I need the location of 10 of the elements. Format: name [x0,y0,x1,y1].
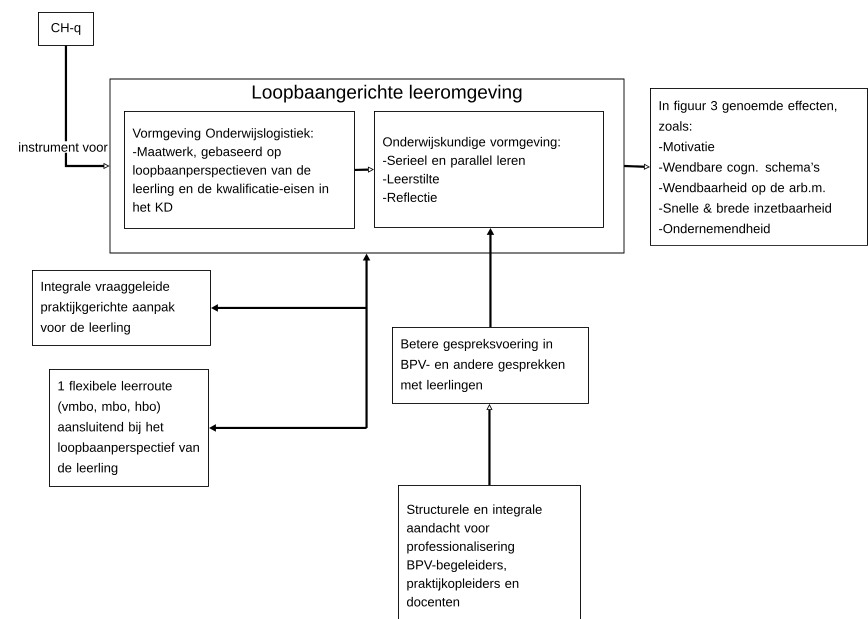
effects-box: In figuur 3 genoemde effecten, zoals: -Motivatie -Wendbare cogn. schema’s -Wendbaarheid op de arb.m. -Snelle & brede inzetbaarheid -Ondernemendheid [650,88,868,246]
arrow [624,164,650,170]
factor-box: Structurele en integrale aandacht voor professionalisering BPV-begeleiders, praktijkopleiders en docenten [398,485,581,619]
content-box: Vormgeving Onderwijslogistiek: -Maatwerk, gebaseerd op loopbaanperspectieven van de leerling en de kwalificatie-eisen in het KD [124,111,355,229]
content-box: Onderwijskundige vormgeving: -Serieel en parallel leren -Leerstilte -Reflectie [374,111,604,228]
label-box: CH-q [38,12,94,46]
factor-box: Betere gespreksvoering in BPV- en andere gesprekken met leerlingen [392,327,589,404]
factor-box: 1 flexibele leerroute (vmbo, mbo, hbo) aansluitend bij het loopbaanperspectief van de leerling [49,369,209,487]
edge-label: instrument voor [17,141,109,153]
factor-box: Integrale vraaggeleide praktijkgerichte aanpak voor de leerling [32,270,211,346]
